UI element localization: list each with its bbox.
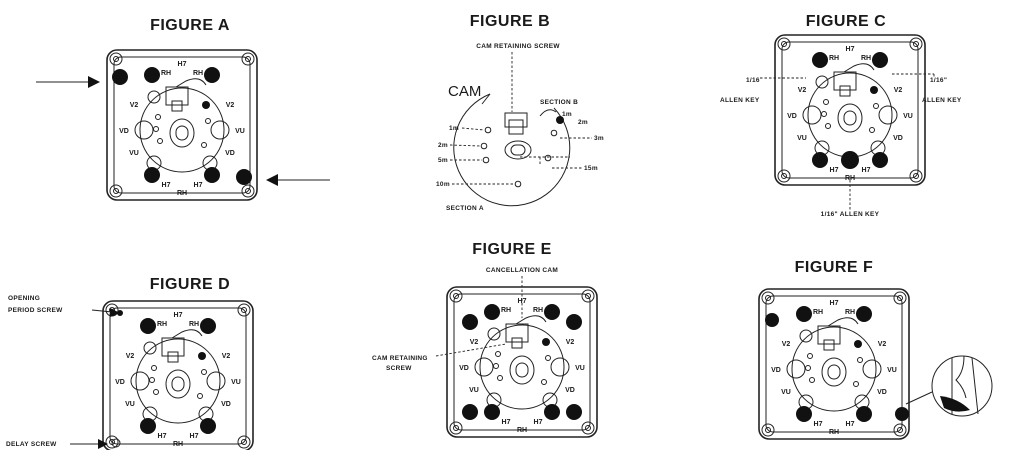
figure-d-title: FIGURE D [150,276,230,293]
allen-key-left-fraction: 1/16 [746,77,760,84]
mark-3m-right: 3m [594,135,604,142]
figure-d: FIGURE D OPENING PERIOD SCREW DELAY SCRE… [6,276,254,450]
mark-2m-left: 2m [438,142,448,149]
section-a-label: SECTION A [446,205,484,212]
cam-retaining-screw-label: CAM RETAINING SCREW [476,43,560,50]
figure-e-title: FIGURE E [472,241,552,258]
allen-key-left-label: ALLEN KEY [720,97,760,104]
cam-retaining-screw-e-line2: SCREW [386,365,412,372]
figure-a-arrow-right [266,174,330,186]
mark-15m: 15m [584,165,598,172]
figure-b: FIGURE B CAM RETAINING SCREW CAM SECTION… [436,13,604,212]
figure-e: FIGURE E CANCELLATION CAM CAM RETAINING … [372,241,598,438]
mark-2m-right: 2m [578,119,588,126]
delay-screw-label: DELAY SCREW [6,441,57,448]
figure-c: FIGURE C 1/16 ALLEN KEY 1/16" ALLEN KEY … [720,13,962,218]
figure-c-title: FIGURE C [806,13,886,30]
cam-retaining-screw-e-line1: CAM RETAINING [372,355,428,362]
section-b-label: SECTION B [540,99,578,106]
cam-label: CAM [448,83,481,100]
figure-f-detail-magnifier [905,355,993,417]
mark-5m-left: 5m [438,157,448,164]
opening-period-screw-line1: OPENING [8,295,40,302]
figure-f: FIGURE F [758,259,993,440]
mark-10m: 10m [436,181,450,188]
figure-a-arrow-left [36,76,100,88]
mark-1m-left: 1m [449,125,459,132]
figure-a-plate [106,49,258,201]
figure-d-plate [102,300,254,450]
opening-period-screw-line2: PERIOD SCREW [8,307,63,314]
figure-c-plate [774,34,926,186]
figure-b-title: FIGURE B [470,13,550,30]
figure-a-title: FIGURE A [150,17,230,34]
figure-a: FIGURE A [36,17,330,201]
allen-key-right-label: ALLEN KEY [922,97,962,104]
cam-disc [453,93,571,207]
mark-1m-right: 1m [562,111,572,118]
allen-key-bottom-label: 1/16" ALLEN KEY [821,211,880,218]
cancellation-cam-label: CANCELLATION CAM [486,267,558,274]
figure-f-title: FIGURE F [795,259,874,276]
figure-f-plate [758,288,910,440]
allen-key-right-fraction: 1/16" [930,77,947,84]
figure-e-plate [446,286,598,438]
